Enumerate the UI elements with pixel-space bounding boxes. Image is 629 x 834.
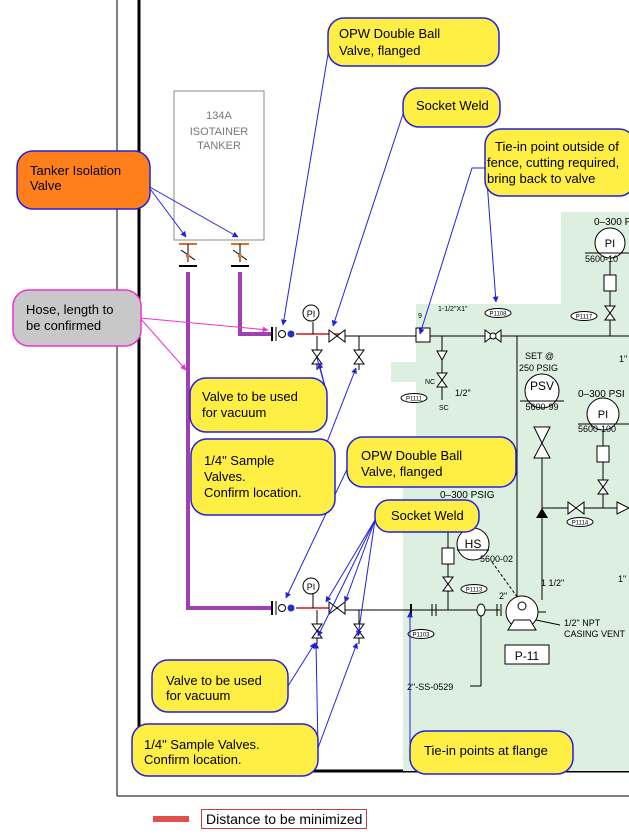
- callout-tie-in-outside: Tie-in point outside of fence, cutting r…: [484, 128, 629, 197]
- callout-opw-top-line-1: OPW Double Ball: [339, 26, 440, 41]
- callout-sample-bottom-line-1: 1/4" Sample Valves.: [144, 737, 260, 752]
- callout-socket-weld-top: Socket Weld: [402, 87, 501, 128]
- callout-sample-top-line-2: Valves.: [204, 469, 246, 484]
- tag-p1117: P1117: [576, 315, 593, 321]
- callout-hose-line-1: Hose, length to: [26, 302, 113, 317]
- callout-sample-bottom-line-2: Confirm location.: [144, 752, 242, 767]
- callout-tanker-isolation-line-1: Tanker Isolation: [30, 163, 121, 178]
- tanker-label-2: ISOTAINER: [190, 126, 249, 138]
- callout-tie-in-outside-line-2: fence, cutting required,: [487, 155, 619, 170]
- legend: Distance to be minimized: [153, 808, 368, 830]
- pi-bottom-small: PI: [307, 582, 316, 592]
- hs-number: 5600-02: [480, 554, 513, 564]
- callout-tie-in-flange-line-1: Tie-in points at flange: [424, 743, 548, 758]
- npt-2: CASING VENT: [564, 629, 626, 639]
- pi-right-mid-number: 5600-100: [578, 424, 616, 434]
- size-2: 2": [499, 591, 507, 601]
- callout-vacuum-bottom-line-1: Valve to be used: [166, 673, 262, 688]
- hs-tag: HS: [465, 537, 482, 551]
- callout-tie-in-outside-line-3: bring back to valve: [487, 171, 595, 186]
- callout-vacuum-top: Valve to be used for vacuum: [189, 377, 328, 433]
- callout-vacuum-bottom: Valve to be used for vacuum: [151, 659, 289, 713]
- callout-opw-top: OPW Double Ball Valve, flanged: [327, 17, 500, 67]
- callout-tanker-isolation: Tanker Isolation Valve: [16, 150, 151, 210]
- callout-socket-weld-top-line-1: Socket Weld: [416, 98, 489, 113]
- legend-swatch: [153, 816, 189, 822]
- callout-hose: Hose, length to be confirmed: [12, 289, 142, 347]
- callout-opw-bottom-line-2: Valve, flanged: [361, 464, 442, 479]
- pi-low-range: 0–300 PSIG: [440, 490, 495, 501]
- tag-p1108: P1108: [490, 312, 508, 318]
- pi-right-top-range: 0–300 P: [594, 217, 629, 228]
- tag-p1111: P1111: [406, 397, 423, 403]
- tanker-isolation-valves: [179, 243, 249, 267]
- size-112x1: 1-1/2"X1": [438, 306, 468, 313]
- nc-label: NC: [425, 379, 435, 386]
- psv-set-2: 250 PSIG: [519, 363, 558, 373]
- tag-ovals: P1108 P1117 P1111 P1114 P1113 P1103: [400, 308, 598, 639]
- psv-tag: PSV: [530, 379, 554, 393]
- callout-tie-in-flange: Tie-in points at flange: [409, 730, 574, 775]
- callout-sample-top-line-1: 1/4" Sample: [204, 453, 274, 468]
- pi-right-mid-tag: PI: [598, 409, 608, 421]
- right-instruments: 0–300 P PI 5600-10 SET @ 250 PSIG PSV 56…: [440, 217, 629, 610]
- pi-right-mid-range: 0–300 PSI: [578, 389, 625, 400]
- callout-tie-in-outside-line-1: Tie-in point outside of: [495, 139, 619, 154]
- tag-p1114: P1114: [572, 521, 589, 527]
- line-number: 2"-SS-0529: [407, 682, 453, 692]
- callout-vacuum-bottom-line-2: for vacuum: [166, 688, 230, 703]
- callout-vacuum-top-line-2: for vacuum: [202, 405, 266, 420]
- callout-socket-weld-bottom: Socket Weld: [374, 499, 480, 533]
- pump-label: P-11: [515, 649, 540, 663]
- size-1-low: 1": [618, 574, 626, 584]
- tag-p1113: P1113: [466, 588, 483, 594]
- callout-tanker-isolation-line-2: Valve: [30, 178, 62, 193]
- size-1-top: 1": [619, 354, 627, 364]
- pi-right-top-tag: PI: [605, 238, 615, 250]
- callout-opw-top-line-2: Valve, flanged: [339, 43, 420, 58]
- psv-set-1: SET @: [525, 351, 554, 361]
- ref-9: 9: [418, 313, 422, 320]
- hoses: [186, 272, 272, 610]
- tag-p1103: P1103: [413, 633, 431, 639]
- npt-1: 1/2" NPT: [564, 618, 601, 628]
- blue-leaders: [147, 41, 499, 750]
- bottom-process-line: PI 2"-SS-0529 HS 5600-02 P-11 2" 1 1/2": [271, 527, 626, 692]
- isotainer-tanker: 134A ISOTAINER TANKER: [173, 90, 265, 241]
- callout-sample-bottom: 1/4" Sample Valves. Confirm location.: [131, 723, 319, 777]
- callout-opw-bottom-line-1: OPW Double Ball: [361, 448, 462, 463]
- callout-sample-top-line-3: Confirm location.: [204, 485, 302, 500]
- size-half-2: 1 1/2": [541, 578, 564, 588]
- sc-label: SC: [439, 405, 449, 412]
- callout-socket-weld-bottom-line-1: Socket Weld: [391, 508, 464, 523]
- pi-top-small: PI: [307, 309, 316, 319]
- green-zone: [391, 212, 629, 771]
- tanker-label-3: TANKER: [197, 140, 241, 152]
- psv-number: 5600-99: [525, 402, 558, 412]
- top-process-line: PI 9 1-1/2"X1" NC SC 1/2" 1": [271, 304, 629, 412]
- size-half-1: 1/2": [455, 388, 471, 398]
- callout-opw-bottom: OPW Double Ball Valve, flanged: [346, 436, 517, 488]
- pi-right-top-number: 5600-10: [585, 254, 618, 264]
- callout-vacuum-top-line-1: Valve to be used: [202, 389, 298, 404]
- magenta-leaders: [139, 317, 269, 371]
- legend-label: Distance to be minimized: [201, 809, 368, 829]
- callout-hose-line-2: be confirmed: [26, 318, 101, 333]
- callout-sample-top: 1/4" Sample Valves. Confirm location.: [190, 438, 336, 516]
- tanker-label-1: 134A: [206, 110, 232, 122]
